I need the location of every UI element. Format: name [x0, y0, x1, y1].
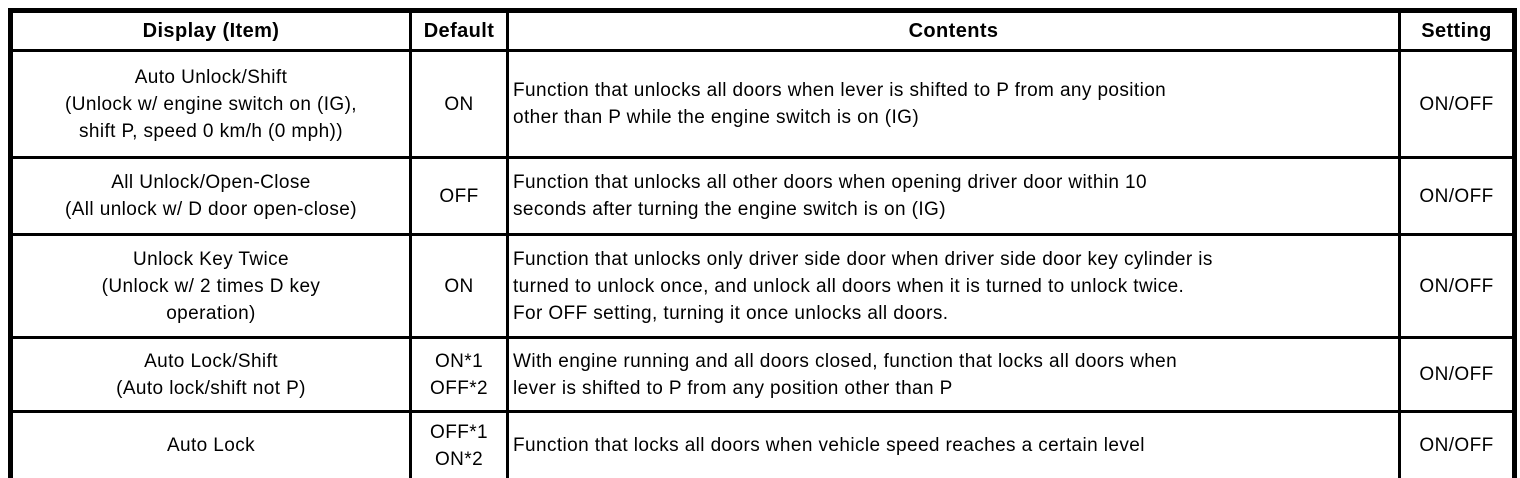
- contents-cell: Function that unlocks only driver side d…: [506, 233, 1401, 339]
- display-item-cell: Auto Lock: [9, 410, 412, 478]
- setting-options-cell: ON/OFF: [1398, 410, 1516, 478]
- header-contents: Contents: [506, 9, 1401, 52]
- display-item-cell: Unlock Key Twice (Unlock w/ 2 times D ke…: [9, 233, 412, 339]
- display-item-cell: All Unlock/Open-Close (All unlock w/ D d…: [9, 156, 412, 236]
- header-default: Default: [409, 9, 509, 52]
- setting-options-cell: ON/OFF: [1398, 156, 1516, 236]
- header-setting: Setting: [1398, 9, 1516, 52]
- setting-options-cell: ON/OFF: [1398, 49, 1516, 159]
- header-display-item: Display (Item): [9, 9, 412, 52]
- contents-cell: Function that locks all doors when vehic…: [506, 410, 1401, 478]
- default-value-cell: ON: [409, 233, 509, 339]
- table-row-unlock-key-twice: Unlock Key Twice (Unlock w/ 2 times D ke…: [9, 233, 1516, 339]
- table-row-auto-lock: Auto Lock OFF*1 ON*2 Function that locks…: [9, 410, 1516, 478]
- header-row: Display (Item) Default Contents Setting: [9, 9, 1516, 52]
- table-row-all-unlock-open-close: All Unlock/Open-Close (All unlock w/ D d…: [9, 156, 1516, 236]
- table-row-auto-unlock-shift: Auto Unlock/Shift (Unlock w/ engine swit…: [9, 49, 1516, 159]
- display-item-cell: Auto Unlock/Shift (Unlock w/ engine swit…: [9, 49, 412, 159]
- table-row-auto-lock-shift: Auto Lock/Shift (Auto lock/shift not P) …: [9, 336, 1516, 413]
- default-value-cell: ON*1 OFF*2: [409, 336, 509, 413]
- contents-cell: With engine running and all doors closed…: [506, 336, 1401, 413]
- door-lock-settings-table: Display (Item) Default Contents Setting …: [8, 8, 1517, 478]
- setting-options-cell: ON/OFF: [1398, 336, 1516, 413]
- contents-cell: Function that unlocks all doors when lev…: [506, 49, 1401, 159]
- display-item-cell: Auto Lock/Shift (Auto lock/shift not P): [9, 336, 412, 413]
- default-value-cell: OFF*1 ON*2: [409, 410, 509, 478]
- default-value-cell: ON: [409, 49, 509, 159]
- default-value-cell: OFF: [409, 156, 509, 236]
- contents-cell: Function that unlocks all other doors wh…: [506, 156, 1401, 236]
- setting-options-cell: ON/OFF: [1398, 233, 1516, 339]
